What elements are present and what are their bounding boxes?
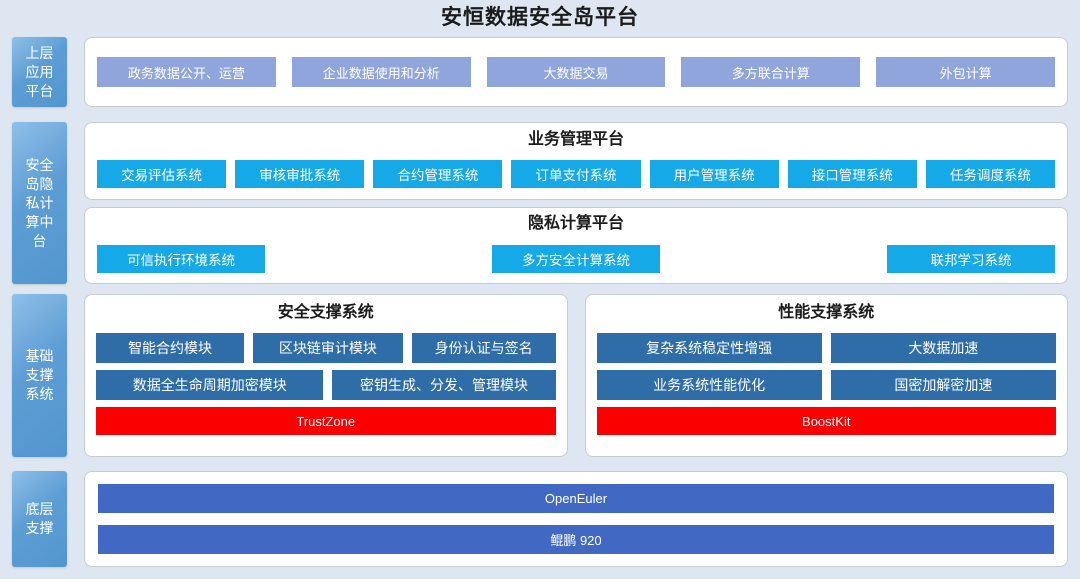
card-application-platform: 政务数据公开、运营 企业数据使用和分析 大数据交易 多方联合计算 外包计算 <box>84 37 1068 107</box>
tier-label-text: 底层支撑 <box>25 501 54 536</box>
pill-identity-authentication-signature[interactable]: 身份认证与签名 <box>411 333 556 363</box>
pill-blockchain-audit-module[interactable]: 区块链审计模块 <box>253 333 403 363</box>
pill-interface-management-system[interactable]: 接口管理系统 <box>787 160 917 188</box>
card-security-support-system: 安全支撑系统 智能合约模块 区块链审计模块 身份认证与签名 数据全生命周期加密模… <box>84 294 568 457</box>
tier-label-text: 基础支撑系统 <box>25 348 54 402</box>
pill-smart-contract-module[interactable]: 智能合约模块 <box>96 333 245 363</box>
pill-bigdata-acceleration[interactable]: 大数据加速 <box>830 333 1056 363</box>
pill-kunpeng-920[interactable]: 鲲鹏 920 <box>98 525 1054 554</box>
tier-label-privacy-computing: 安全岛隐私计算中台 <box>12 122 67 284</box>
performance-module-row-1: 复杂系统稳定性增强 大数据加速 <box>596 333 1056 363</box>
tier-body-bottom-support: OpenEuler 鲲鹏 920 <box>84 471 1068 567</box>
pill-complex-system-stability-enhancement[interactable]: 复杂系统稳定性增强 <box>596 333 822 363</box>
app-pill-government-data[interactable]: 政务数据公开、运营 <box>97 57 276 87</box>
card-title-privacy-computing: 隐私计算平台 <box>527 215 624 232</box>
card-privacy-computing-platform: 隐私计算平台 可信执行环境系统 多方安全计算系统 联邦学习系统 <box>84 207 1068 284</box>
tier-label-bottom-support: 底层支撑 <box>12 471 67 567</box>
business-pill-row: 交易评估系统 审核审批系统 合约管理系统 订单支付系统 用户管理系统 接口管理系… <box>97 160 1055 188</box>
pill-order-payment-system[interactable]: 订单支付系统 <box>511 160 641 188</box>
card-business-management-platform: 业务管理平台 交易评估系统 审核审批系统 合约管理系统 订单支付系统 用户管理系… <box>84 122 1068 200</box>
pill-review-approval-system[interactable]: 审核审批系统 <box>235 160 365 188</box>
pill-contract-management-system[interactable]: 合约管理系统 <box>373 160 503 188</box>
performance-module-row-2: 业务系统性能优化 国密加解密加速 <box>596 370 1056 400</box>
pill-secure-multiparty-computation-system[interactable]: 多方安全计算系统 <box>492 245 660 273</box>
tier-bottom-support: 底层支撑 OpenEuler 鲲鹏 920 <box>12 471 1068 567</box>
app-pill-multiparty-computing[interactable]: 多方联合计算 <box>681 57 861 87</box>
tier-body-foundation-support: 安全支撑系统 智能合约模块 区块链审计模块 身份认证与签名 数据全生命周期加密模… <box>84 294 1068 457</box>
tier-privacy-computing-platform: 安全岛隐私计算中台 业务管理平台 交易评估系统 审核审批系统 合约管理系统 订单… <box>12 122 1068 284</box>
pill-federated-learning-system[interactable]: 联邦学习系统 <box>887 245 1055 273</box>
tier-label-foundation-support: 基础支撑系统 <box>12 294 67 457</box>
tier-foundation-support-system: 基础支撑系统 安全支撑系统 智能合约模块 区块链审计模块 身份认证与签名 数据全… <box>12 294 1068 457</box>
card-performance-support-system: 性能支撑系统 复杂系统稳定性增强 大数据加速 业务系统性能优化 国密加解密加速 … <box>584 294 1068 457</box>
page-title: 安恒数据安全岛平台 <box>441 6 639 29</box>
security-module-grid: 智能合约模块 区块链审计模块 身份认证与签名 数据全生命周期加密模块 密钥生成、… <box>96 333 556 435</box>
pill-transaction-evaluation-system[interactable]: 交易评估系统 <box>97 160 227 188</box>
pill-full-lifecycle-data-encryption-module[interactable]: 数据全生命周期加密模块 <box>96 370 324 400</box>
performance-module-grid: 复杂系统稳定性增强 大数据加速 业务系统性能优化 国密加解密加速 BoostKi… <box>596 333 1056 435</box>
app-pill-enterprise-data[interactable]: 企业数据使用和分析 <box>291 57 471 87</box>
banner-trustzone[interactable]: TrustZone <box>96 407 556 435</box>
app-pill-outsourced-computing[interactable]: 外包计算 <box>876 57 1055 87</box>
tier-application-platform: 上层应用平台 政务数据公开、运营 企业数据使用和分析 大数据交易 多方联合计算 … <box>12 37 1068 107</box>
pill-user-management-system[interactable]: 用户管理系统 <box>649 160 779 188</box>
tier-body-application-platform: 政务数据公开、运营 企业数据使用和分析 大数据交易 多方联合计算 外包计算 <box>84 37 1068 107</box>
card-bottom-support: OpenEuler 鲲鹏 920 <box>84 471 1068 567</box>
pill-key-generation-distribution-management-module[interactable]: 密钥生成、分发、管理模块 <box>332 370 556 400</box>
card-title-performance-support: 性能支撑系统 <box>778 304 875 321</box>
pill-trusted-execution-environment-system[interactable]: 可信执行环境系统 <box>97 245 265 273</box>
tier-label-text: 上层应用平台 <box>25 44 54 99</box>
app-pill-bigdata-trading[interactable]: 大数据交易 <box>486 57 666 87</box>
banner-boostkit[interactable]: BoostKit <box>596 407 1056 435</box>
card-title-security-support: 安全支撑系统 <box>277 304 374 321</box>
security-module-row-2: 数据全生命周期加密模块 密钥生成、分发、管理模块 <box>96 370 556 400</box>
privacy-pill-row: 可信执行环境系统 多方安全计算系统 联邦学习系统 <box>97 245 1055 273</box>
card-title-business-management: 业务管理平台 <box>527 131 624 148</box>
pill-business-system-performance-optimization[interactable]: 业务系统性能优化 <box>596 370 822 400</box>
pill-sm-crypto-acceleration[interactable]: 国密加解密加速 <box>830 370 1056 400</box>
security-module-row-1: 智能合约模块 区块链审计模块 身份认证与签名 <box>96 333 556 363</box>
pill-task-scheduling-system[interactable]: 任务调度系统 <box>925 160 1055 188</box>
security-banner-row: TrustZone <box>96 407 556 435</box>
pill-openeuler[interactable]: OpenEuler <box>98 484 1054 513</box>
tier-label-application-platform: 上层应用平台 <box>12 37 67 107</box>
performance-banner-row: BoostKit <box>596 407 1056 435</box>
tier-label-text: 安全岛隐私计算中台 <box>25 156 54 249</box>
tier-body-privacy-computing: 业务管理平台 交易评估系统 审核审批系统 合约管理系统 订单支付系统 用户管理系… <box>84 122 1068 284</box>
